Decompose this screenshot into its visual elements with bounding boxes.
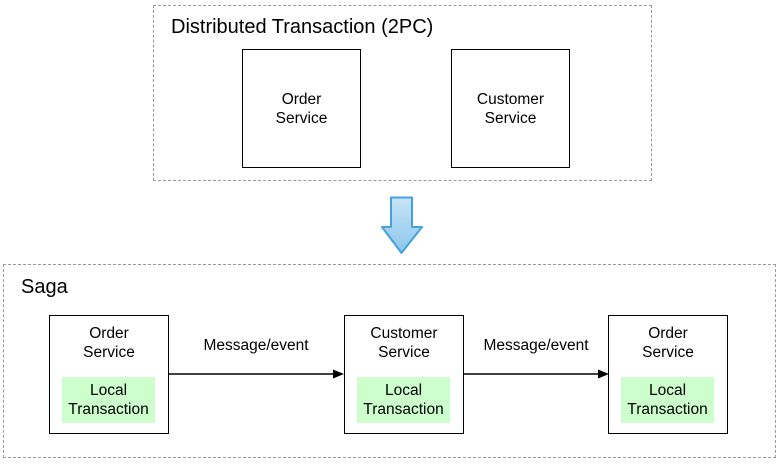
node-label-line: Service xyxy=(275,109,328,127)
node-local-transaction: Local Transaction xyxy=(621,377,714,423)
node-label: Customer Service xyxy=(452,50,569,167)
edge-label-message-event: Message/event xyxy=(203,337,309,354)
node-label: Order Service xyxy=(50,324,168,362)
node-label-line: Order xyxy=(89,325,129,342)
group-title-saga: Saga xyxy=(21,276,68,298)
local-transaction-label: Local Transaction xyxy=(62,377,155,423)
local-transaction-label: Local Transaction xyxy=(621,377,714,423)
node-local-transaction: Local Transaction xyxy=(62,377,155,423)
local-transaction-label: Local Transaction xyxy=(357,377,450,423)
node-label: Order Service xyxy=(243,50,360,167)
node-label: Order Service xyxy=(609,324,727,362)
node-label-line: Service xyxy=(378,344,430,361)
node-order-service: Order Service Local Transaction xyxy=(608,315,728,434)
node-label-line: Service xyxy=(642,344,694,361)
group-distributed-transaction-2pc: Distributed Transaction (2PC) Order Serv… xyxy=(153,5,652,181)
group-title-distributed-transaction: Distributed Transaction (2PC) xyxy=(171,16,434,38)
node-label-line: Local xyxy=(648,382,687,399)
node-label-line: Service xyxy=(83,344,135,361)
node-label: Customer Service xyxy=(345,324,463,362)
node-label-line: Transaction xyxy=(363,401,444,418)
node-label-line: Local xyxy=(384,382,423,399)
edge-arrow-message-event xyxy=(464,369,609,379)
node-order-service: Order Service xyxy=(242,49,361,168)
edge-arrow-message-event xyxy=(169,369,344,379)
node-label-line: Transaction xyxy=(627,401,708,418)
group-saga: Saga Order Service Local Transaction Mes… xyxy=(3,264,776,458)
node-customer-service: Customer Service xyxy=(451,49,570,168)
node-label-line: Order xyxy=(648,325,688,342)
node-label-line: Local xyxy=(89,382,128,399)
node-label-line: Transaction xyxy=(68,401,149,418)
node-order-service: Order Service Local Transaction xyxy=(49,315,169,434)
node-customer-service: Customer Service Local Transaction xyxy=(344,315,464,434)
transform-down-arrow-icon xyxy=(381,196,423,254)
edge-label-message-event: Message/event xyxy=(483,337,589,354)
node-label-line: Service xyxy=(484,109,537,127)
node-label-line: Order xyxy=(281,90,322,108)
node-local-transaction: Local Transaction xyxy=(357,377,450,423)
node-label-line: Customer xyxy=(370,325,438,342)
node-label-line: Customer xyxy=(476,90,545,108)
